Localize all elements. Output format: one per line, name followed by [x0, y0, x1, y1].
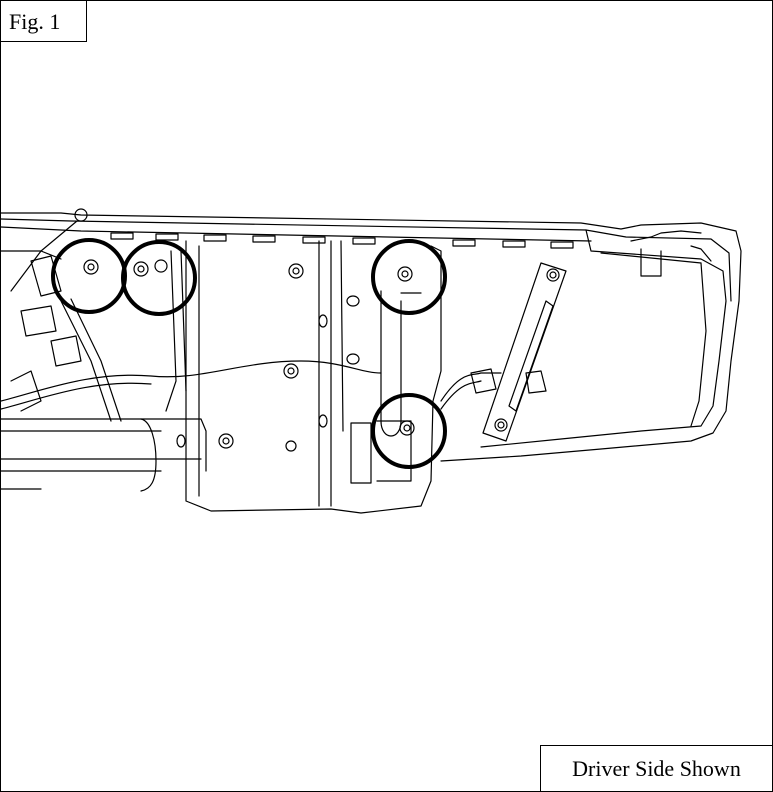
- tab-row: [110, 232, 574, 249]
- wire-connectors: [10, 255, 547, 422]
- bolt-circle-lower-right: [371, 393, 447, 469]
- bolt-circle-upper-left-1: [51, 238, 127, 314]
- slot-bracket: [482, 262, 567, 442]
- bolts: [83, 259, 415, 436]
- mounting-plate: [165, 240, 442, 514]
- figure-caption: Driver Side Shown: [540, 745, 772, 791]
- figure-label: Fig. 1: [1, 1, 87, 42]
- callout-circles: [51, 238, 447, 469]
- bolt-circle-upper-left-2: [121, 240, 197, 316]
- bumper-beam: [1, 208, 742, 492]
- bolt-circle-upper-right: [371, 239, 447, 315]
